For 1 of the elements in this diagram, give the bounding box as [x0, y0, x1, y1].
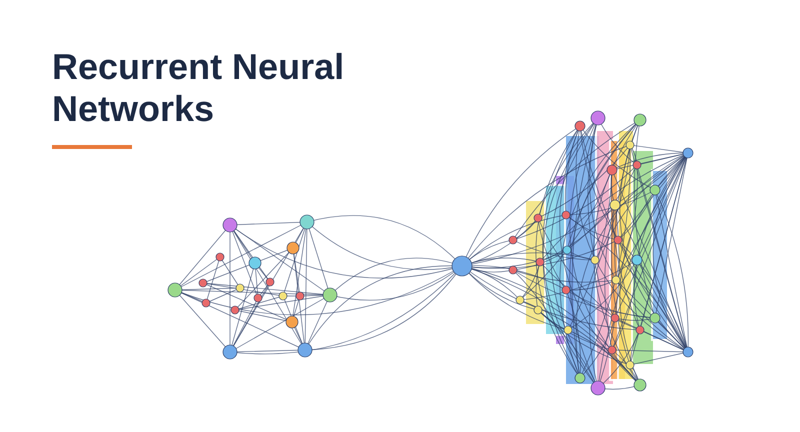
title: Recurrent Neural Networks	[52, 46, 346, 130]
